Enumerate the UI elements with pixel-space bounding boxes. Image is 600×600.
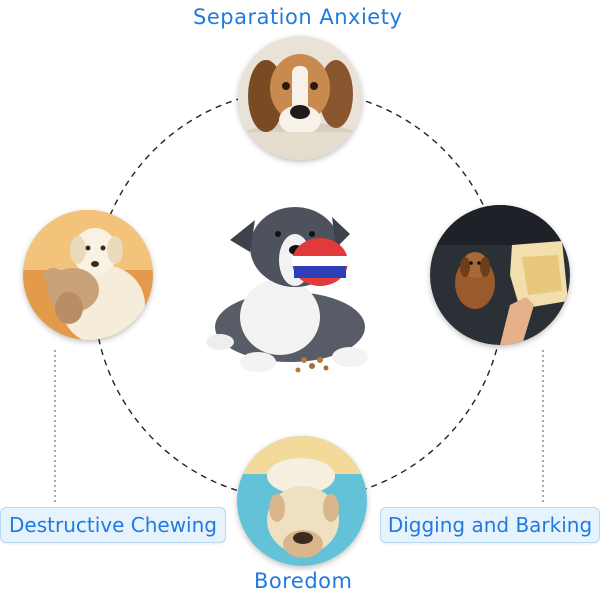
beagle-image xyxy=(238,36,362,160)
upside-down-dog-image xyxy=(237,436,367,566)
label-digging-and-barking: Digging and Barking xyxy=(380,507,600,543)
photo-destructive-chewing xyxy=(23,210,153,340)
photo-separation-anxiety xyxy=(238,36,362,160)
label-boredom: Boredom xyxy=(254,569,353,593)
labrador-image xyxy=(23,210,153,340)
photo-boredom xyxy=(237,436,367,566)
center-dog-with-toy-image xyxy=(206,207,368,373)
label-destructive-chewing: Destructive Chewing xyxy=(0,507,226,543)
photo-digging-and-barking xyxy=(430,205,570,345)
label-separation-anxiety: Separation Anxiety xyxy=(193,5,403,29)
puppy-sofa-image xyxy=(430,205,570,345)
